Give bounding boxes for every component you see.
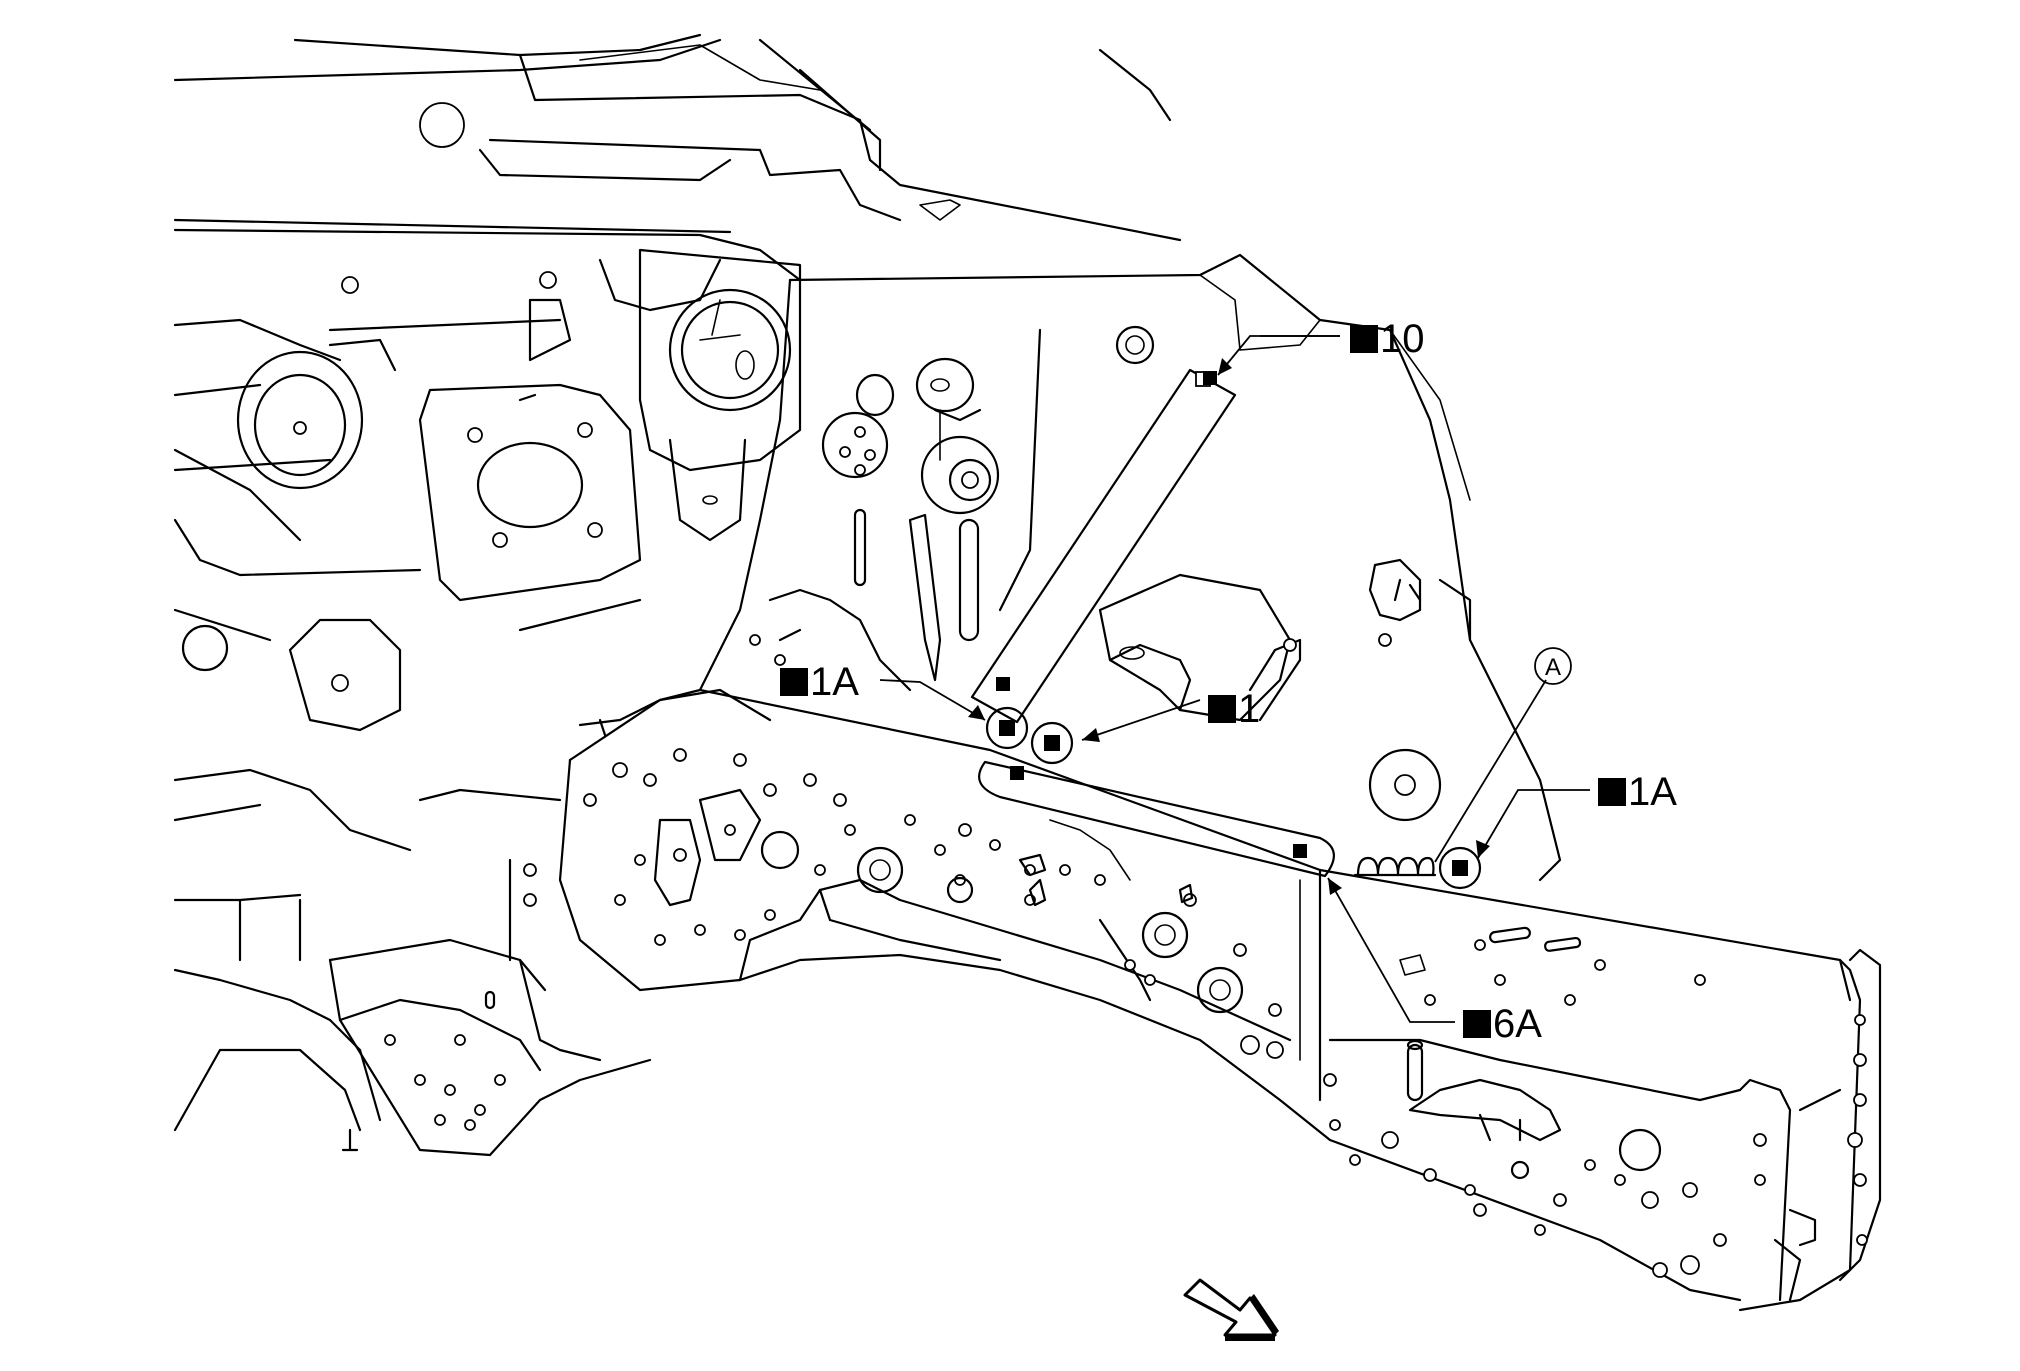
front-arrow-icon xyxy=(1183,1278,1279,1341)
frame-holes xyxy=(583,748,1868,1278)
callout-10: 10 xyxy=(1350,317,1425,361)
weld-pitch-marks xyxy=(1353,856,1437,877)
circle-label-a: A xyxy=(1534,647,1572,685)
callout-1: 1 xyxy=(1208,687,1260,731)
leader-arrowheads xyxy=(968,358,1490,895)
leader-lines xyxy=(879,335,1590,1023)
circle-label-a-text: A xyxy=(1545,654,1561,681)
callout-6a: 6A xyxy=(1463,1002,1542,1046)
wheel-arch-lower xyxy=(173,768,652,1157)
callout-1a-right-text: 1A xyxy=(1628,770,1677,814)
callout-1a-left: 1A xyxy=(780,660,859,704)
mid-mount xyxy=(638,248,802,542)
front-side-member xyxy=(558,688,1882,1312)
callout-10-text: 10 xyxy=(1380,317,1425,361)
callout-1-text: 1 xyxy=(1238,687,1260,731)
seal-bead-horizontal xyxy=(978,760,1335,878)
callout-1a-right: 1A xyxy=(1598,770,1677,814)
strut-tower-left xyxy=(173,276,642,732)
callout-6a-text: 6A xyxy=(1493,1002,1542,1046)
callout-1a-left-text: 1A xyxy=(810,660,859,704)
spot-weld-circles xyxy=(985,706,1482,890)
apron-panel xyxy=(698,253,1562,882)
upper-cowl-structure xyxy=(173,33,1182,312)
seal-bead-diagonal xyxy=(970,368,1237,724)
